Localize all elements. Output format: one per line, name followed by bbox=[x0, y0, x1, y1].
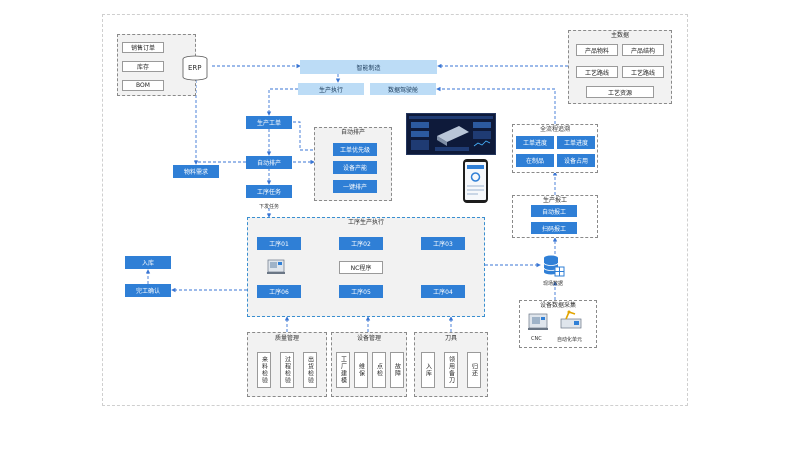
incoming-inspection[interactable]: 来料检验 bbox=[257, 352, 271, 388]
tracking-order-progress-b[interactable]: 工单进度 bbox=[557, 136, 595, 149]
nc-program-box[interactable]: NC程序 bbox=[339, 261, 383, 274]
tool-return[interactable]: 归还 bbox=[467, 352, 481, 388]
automation-unit-icon bbox=[560, 310, 582, 329]
md-process-route-a[interactable]: 工艺路线 bbox=[576, 66, 618, 78]
production-work-order[interactable]: 生产工单 bbox=[246, 116, 292, 129]
cnc-label: CNC bbox=[531, 336, 542, 342]
erp-inventory[interactable]: 库存 bbox=[122, 61, 164, 72]
quality-title: 质量管理 bbox=[274, 335, 299, 342]
production-execution-box[interactable]: 生产执行 bbox=[298, 83, 364, 95]
maintenance[interactable]: 维保 bbox=[354, 352, 368, 388]
erp-label: ERP bbox=[188, 64, 202, 72]
tracking-title: 全流程追溯 bbox=[539, 126, 570, 133]
md-product-material[interactable]: 产品物料 bbox=[576, 44, 618, 56]
database-icon bbox=[182, 55, 208, 81]
one-click-schedule-button[interactable]: 一键排产 bbox=[333, 180, 377, 193]
field-data-label: 现场数据 bbox=[543, 281, 564, 287]
equipment-collection-group: 设备数据采集 bbox=[519, 300, 597, 348]
process-step-05[interactable]: 工序05 bbox=[339, 285, 383, 298]
tool-requisition[interactable]: 领用备刀 bbox=[444, 352, 458, 388]
master-data-title: 主数据 bbox=[610, 32, 629, 39]
capacity-button[interactable]: 设备产能 bbox=[333, 161, 377, 174]
smart-manufacturing-bar[interactable]: 智能制造 bbox=[300, 60, 437, 74]
scan-report-button[interactable]: 扫码报工 bbox=[531, 222, 577, 234]
dashboard-screen-illustration bbox=[406, 113, 496, 155]
auto-schedule-title: 自动排产 bbox=[340, 129, 365, 136]
tooling-title: 刀具 bbox=[444, 335, 457, 342]
process-task-node[interactable]: 工序任务 bbox=[246, 185, 292, 198]
equipment-collection-title: 设备数据采集 bbox=[539, 302, 576, 309]
mobile-screen-graphic bbox=[467, 165, 484, 195]
data-cockpit-box[interactable]: 数据驾驶舱 bbox=[370, 83, 436, 95]
automation-unit-label: 自动化单元 bbox=[557, 337, 583, 343]
equipment-mgmt-title: 设备管理 bbox=[356, 335, 381, 342]
completion-confirm-node[interactable]: 完工确认 bbox=[125, 284, 171, 297]
process-inspection[interactable]: 过程检验 bbox=[280, 352, 294, 388]
outer-frame bbox=[102, 14, 688, 406]
process-step-04[interactable]: 工序04 bbox=[421, 285, 465, 298]
auto-report-button[interactable]: 自动报工 bbox=[531, 205, 577, 217]
erp-bom[interactable]: BOM bbox=[122, 80, 164, 91]
mobile-app-illustration bbox=[463, 159, 488, 203]
factory-modeling[interactable]: 工厂建模 bbox=[336, 352, 350, 388]
process-step-03[interactable]: 工序03 bbox=[421, 237, 465, 250]
stock-in-node[interactable]: 入库 bbox=[125, 256, 171, 269]
priority-button[interactable]: 工单优先级 bbox=[333, 143, 377, 156]
tool-stock-in[interactable]: 入库 bbox=[421, 352, 435, 388]
tracking-equipment-usage[interactable]: 设备占用 bbox=[557, 154, 595, 167]
cnc-machine-icon bbox=[528, 313, 548, 330]
process-step-02[interactable]: 工序02 bbox=[339, 237, 383, 250]
spot-check[interactable]: 点检 bbox=[372, 352, 386, 388]
machine-tool-icon bbox=[267, 259, 285, 274]
process-step-06[interactable]: 工序06 bbox=[257, 285, 301, 298]
md-product-structure[interactable]: 产品结构 bbox=[622, 44, 664, 56]
dashboard-graphic bbox=[409, 116, 493, 151]
tracking-order-progress-a[interactable]: 工单进度 bbox=[516, 136, 554, 149]
process-execution-title: 工序生产执行 bbox=[347, 219, 384, 226]
md-process-resource[interactable]: 工艺资源 bbox=[586, 86, 654, 98]
shipment-inspection[interactable]: 出货检验 bbox=[303, 352, 317, 388]
dispatch-label: 下发任务 bbox=[259, 204, 280, 210]
process-step-01[interactable]: 工序01 bbox=[257, 237, 301, 250]
field-data-database-icon bbox=[543, 255, 565, 277]
reporting-title: 生产报工 bbox=[542, 197, 567, 204]
erp-sales-order[interactable]: 销售订单 bbox=[122, 42, 164, 53]
auto-schedule-node[interactable]: 自动排产 bbox=[246, 156, 292, 169]
tracking-wip[interactable]: 在制品 bbox=[516, 154, 554, 167]
md-process-route-b[interactable]: 工艺路线 bbox=[622, 66, 664, 78]
fault[interactable]: 故障 bbox=[390, 352, 404, 388]
material-demand-node[interactable]: 物料需求 bbox=[173, 165, 219, 178]
